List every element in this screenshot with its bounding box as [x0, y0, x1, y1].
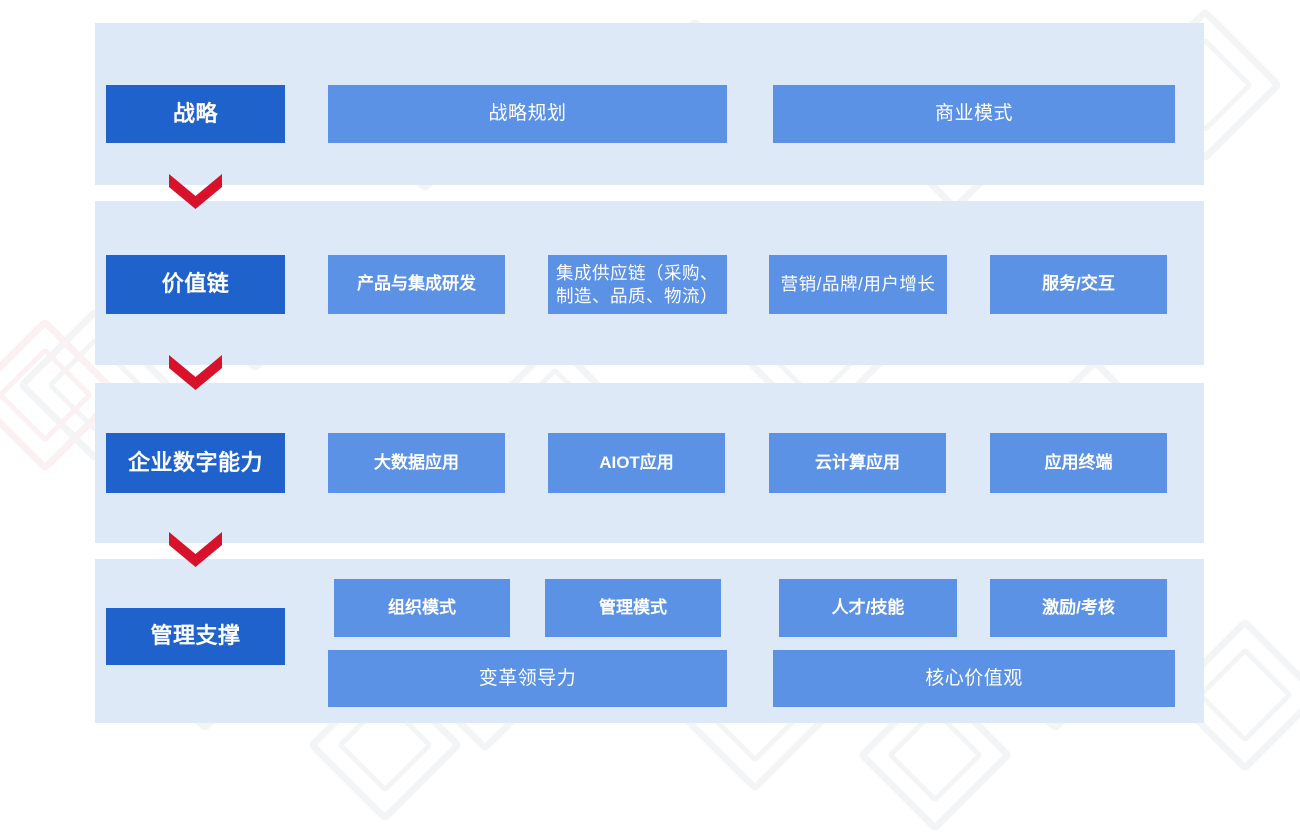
row-label-value-chain[interactable]: 价值链 [106, 255, 285, 314]
row-label-strategy[interactable]: 战略 [106, 85, 285, 143]
node-business-model[interactable]: 商业模式 [773, 85, 1175, 143]
capability-framework-diagram: 战略 战略规划 商业模式 价值链 产品与集成研发 集成供应链（采购、制造、品质、… [95, 23, 1204, 723]
row-label-digital-capability[interactable]: 企业数字能力 [106, 433, 285, 493]
node-integrated-supply-chain[interactable]: 集成供应链（采购、制造、品质、物流） [548, 255, 727, 314]
arrow-digital-to-management [169, 532, 222, 567]
node-strategy-planning[interactable]: 战略规划 [328, 85, 727, 143]
arrow-valuechain-to-digital [169, 355, 222, 390]
node-aiot-application[interactable]: AIOT应用 [548, 433, 725, 493]
node-core-values[interactable]: 核心价值观 [773, 650, 1175, 707]
arrow-strategy-to-valuechain [169, 174, 222, 209]
node-organization-model[interactable]: 组织模式 [334, 579, 510, 637]
node-big-data-application[interactable]: 大数据应用 [328, 433, 505, 493]
node-marketing-brand-growth[interactable]: 营销/品牌/用户增长 [769, 255, 947, 314]
node-product-rnd[interactable]: 产品与集成研发 [328, 255, 505, 314]
node-service-interaction[interactable]: 服务/交互 [990, 255, 1167, 314]
node-incentive-assessment[interactable]: 激励/考核 [990, 579, 1167, 637]
node-cloud-computing-application[interactable]: 云计算应用 [769, 433, 946, 493]
node-application-terminal[interactable]: 应用终端 [990, 433, 1167, 493]
node-change-leadership[interactable]: 变革领导力 [328, 650, 727, 707]
node-talent-skills[interactable]: 人才/技能 [779, 579, 957, 637]
node-management-model[interactable]: 管理模式 [545, 579, 721, 637]
row-label-management-support[interactable]: 管理支撑 [106, 608, 285, 665]
